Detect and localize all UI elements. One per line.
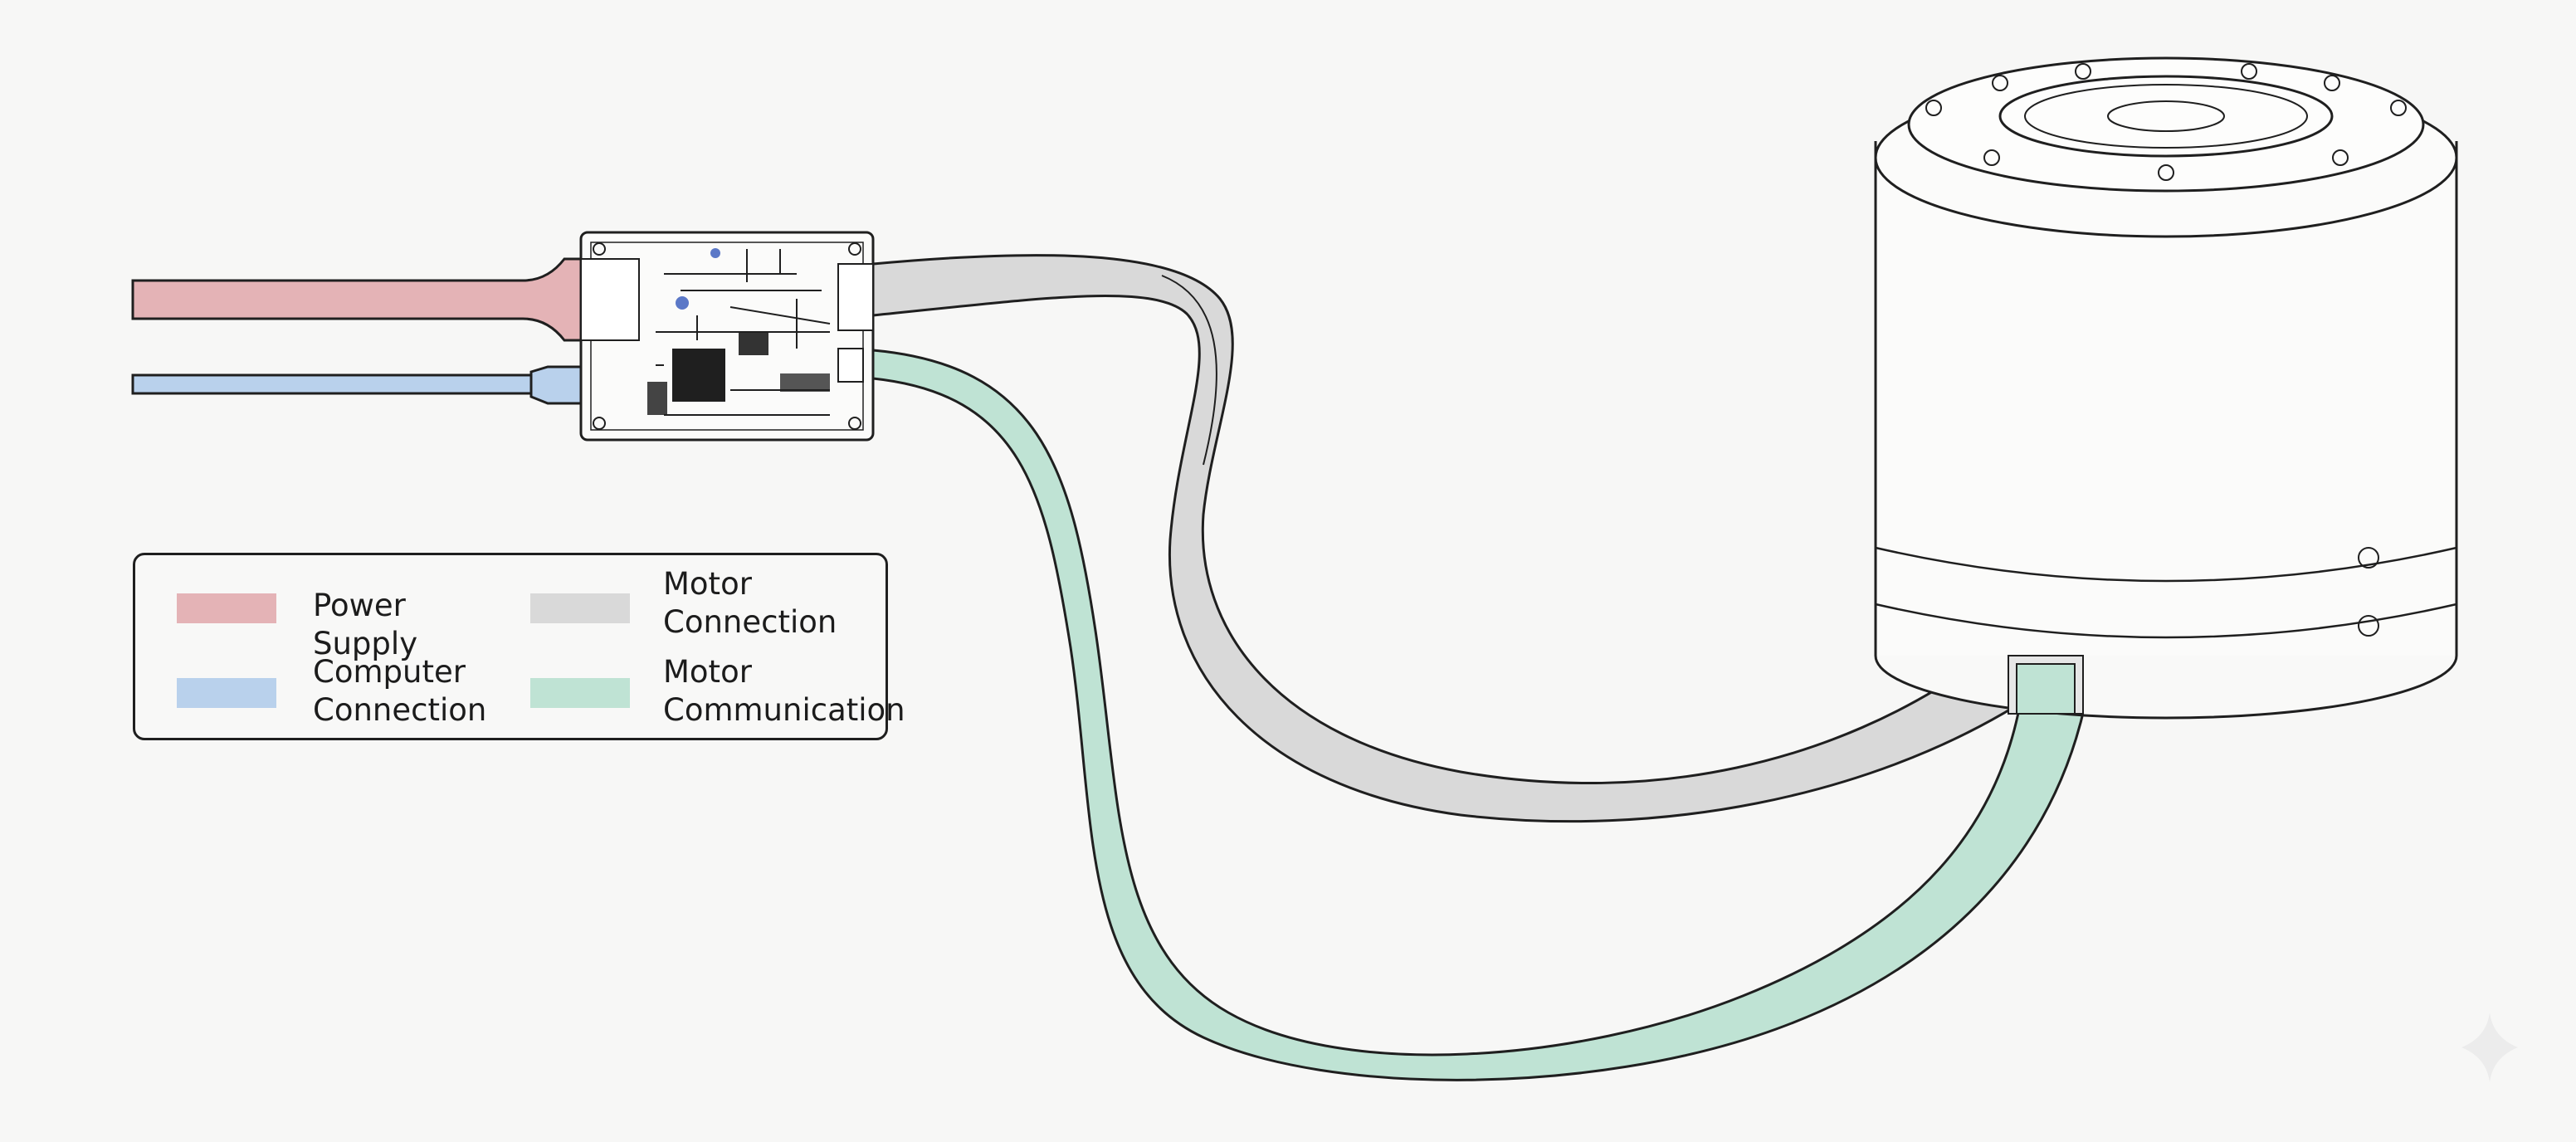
sparkle-icon [2461, 1013, 2518, 1082]
legend-label: Computer Connection [313, 654, 487, 728]
legend: Power Supply Motor Connection Computer C… [133, 553, 905, 740]
power-supply-swatch [177, 593, 276, 623]
motor-icon [1874, 56, 2458, 720]
motor-connection-swatch [530, 593, 630, 623]
legend-label: Motor Communication [663, 654, 905, 728]
motor-connection-cable [871, 254, 2018, 823]
motor-communication-swatch [530, 678, 630, 708]
pcb-board-icon [579, 231, 875, 442]
legend-label: Power Supply [313, 588, 418, 661]
computer-connection-cable [131, 365, 583, 405]
power-supply-cable [131, 257, 583, 342]
computer-connection-swatch [177, 678, 276, 708]
legend-label: Motor Connection [663, 566, 837, 640]
